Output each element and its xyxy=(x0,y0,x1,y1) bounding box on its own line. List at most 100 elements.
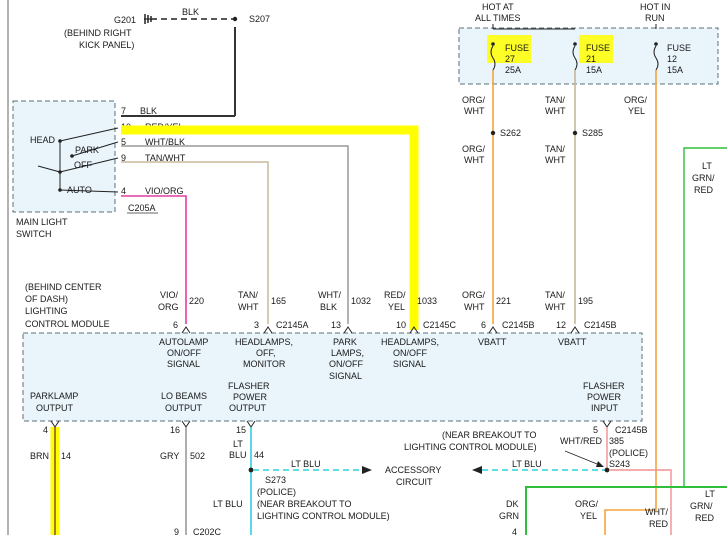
fuse-12-number: 12 xyxy=(667,54,677,64)
lt-blu-right-label: LT BLU xyxy=(512,459,542,469)
brn-label: BRN xyxy=(30,451,49,461)
s273-splice-dot xyxy=(248,467,254,473)
sig-park-4: SIGNAL xyxy=(329,371,362,381)
wht-blk-wire xyxy=(121,145,349,324)
connector-c2145b-1: C2145B xyxy=(502,320,535,330)
sig-hl-off-1: HEADLAMPS, xyxy=(235,337,293,347)
sig-vbatt-2: VBATT xyxy=(558,337,587,347)
wht-red-label: WHT/RED xyxy=(560,436,602,446)
switch-connector-label: C205A xyxy=(128,203,156,213)
switch-pin-7: 7 xyxy=(121,106,126,116)
pin-4-lower: 4 xyxy=(512,527,517,535)
pin-5-bottom: 5 xyxy=(593,425,598,435)
sig-lobeams-1: LO BEAMS xyxy=(161,391,207,401)
tan-wht-a-1: TAN/ xyxy=(545,95,565,105)
brn-circuit: 14 xyxy=(61,451,71,461)
fuse-21-name: FUSE xyxy=(586,43,610,53)
ground-location-2: KICK PANEL) xyxy=(79,40,134,50)
accessory-circuit-2: CIRCUIT xyxy=(396,477,433,487)
c2145b-bottom: C2145B xyxy=(615,425,648,435)
switch-head-dot xyxy=(58,139,62,143)
switch-pin-5-color: WHT/BLK xyxy=(145,137,185,147)
org-wht-b-2: WHT xyxy=(464,155,485,165)
pin-tick-220 xyxy=(181,326,191,334)
sig-flasher-out-2: POWER xyxy=(233,392,268,402)
fuse-21-rating: 15A xyxy=(586,65,602,75)
c202c-label: C202C xyxy=(193,527,222,535)
sig-flasher-out-3: OUTPUT xyxy=(229,403,267,413)
org-yel-label-1: ORG/ xyxy=(624,95,648,105)
sig-hl-on-3: SIGNAL xyxy=(393,359,426,369)
sig-hl-on-2: ON/OFF xyxy=(393,348,427,358)
sig-autolamp-3: SIGNAL xyxy=(167,359,200,369)
sig-parklamp-2: OUTPUT xyxy=(36,403,74,413)
dk-grn-wire xyxy=(525,486,727,535)
wire-1032-pin: 13 xyxy=(331,320,341,330)
dk-grn-label-2: GRN xyxy=(499,511,519,521)
wht-red-lower-2: RED xyxy=(649,519,669,529)
switch-label-1: MAIN LIGHT xyxy=(16,217,68,227)
switch-pin-4-color: VIO/ORG xyxy=(145,186,184,196)
pin-4-bottom: 4 xyxy=(43,425,48,435)
dk-grn-label-1: DK xyxy=(506,499,519,509)
lt-grn-red-lower-3: RED xyxy=(695,513,715,523)
lt-blu-left-label: LT BLU xyxy=(291,459,321,469)
sig-park-2: LAMPS, xyxy=(331,348,364,358)
ground-location-1: (BEHIND RIGHT xyxy=(64,28,132,38)
pin-tick-385 xyxy=(602,420,612,428)
sig-hl-off-2: OFF, xyxy=(256,348,276,358)
fuse-21-symbol xyxy=(572,45,578,71)
wht-red-lower-1: WHT/ xyxy=(645,507,668,517)
s207-label: S207 xyxy=(249,14,270,24)
wire-1032-color-1: WHT/ xyxy=(318,290,341,300)
fuse-21-highlight xyxy=(579,35,613,63)
hot-at-label-2: ALL TIMES xyxy=(475,13,521,23)
pin-tick-195 xyxy=(570,326,580,334)
fuse-12-rating: 15A xyxy=(667,65,683,75)
pin-tick-44 xyxy=(246,420,256,428)
sig-autolamp-1: AUTOLAMP xyxy=(159,337,208,347)
s243-police: (POLICE) xyxy=(609,448,648,458)
wire-221-color-1: ORG/ xyxy=(462,290,486,300)
gry-label: GRY xyxy=(160,451,179,461)
switch-pos-head: HEAD xyxy=(30,135,56,145)
fuse-27-symbol xyxy=(490,45,496,71)
lt-blu-circuit: 44 xyxy=(254,450,264,460)
lt-grn-red-1: LT xyxy=(702,161,712,171)
module-location-1: (BEHIND CENTER xyxy=(25,282,102,292)
sig-flasher-out-1: FLASHER xyxy=(228,381,270,391)
sig-autolamp-2: ON/OFF xyxy=(167,348,201,358)
wire-221-color-2: WHT xyxy=(464,302,485,312)
wire-1033-pin: 10 xyxy=(396,320,406,330)
org-wht-a-2: WHT xyxy=(464,106,485,116)
sig-park-3: ON/OFF xyxy=(329,359,363,369)
switch-auto-dot xyxy=(58,188,62,192)
org-yel-label-2: YEL xyxy=(628,106,645,116)
wire-195-pin: 12 xyxy=(556,320,566,330)
switch-pin-5: 5 xyxy=(121,137,126,147)
lt-blu-label-2: BLU xyxy=(229,450,247,460)
switch-label-2: SWITCH xyxy=(16,229,52,239)
s243-splice-dot xyxy=(604,467,610,473)
org-wht-b-1: ORG/ xyxy=(462,144,486,154)
switch-off-contact xyxy=(59,157,119,173)
switch-off-dot xyxy=(58,170,62,174)
switch-pin-7-color: BLK xyxy=(140,106,157,116)
switch-park-dot xyxy=(70,154,74,158)
pin-tick-14 xyxy=(50,420,60,428)
fuse-12-name: FUSE xyxy=(667,43,691,53)
wire-1033-color-1: RED/ xyxy=(384,290,406,300)
fuse-12-symbol xyxy=(653,45,659,71)
s273-label: S273 xyxy=(265,475,286,485)
wire-1033-color-2: YEL xyxy=(388,302,405,312)
pin-tick-165 xyxy=(263,326,273,334)
org-wht-a-1: ORG/ xyxy=(462,95,486,105)
pin-tick-502 xyxy=(181,420,191,428)
tan-wht-wire xyxy=(121,161,269,324)
s273-near-1: (NEAR BREAKOUT TO xyxy=(257,499,352,509)
s262-splice-dot xyxy=(490,130,496,136)
near-breakout-2: LIGHTING CONTROL MODULE) xyxy=(404,442,537,452)
pin-9-lower: 9 xyxy=(174,527,179,535)
hot-run-label-2: RUN xyxy=(645,13,665,23)
